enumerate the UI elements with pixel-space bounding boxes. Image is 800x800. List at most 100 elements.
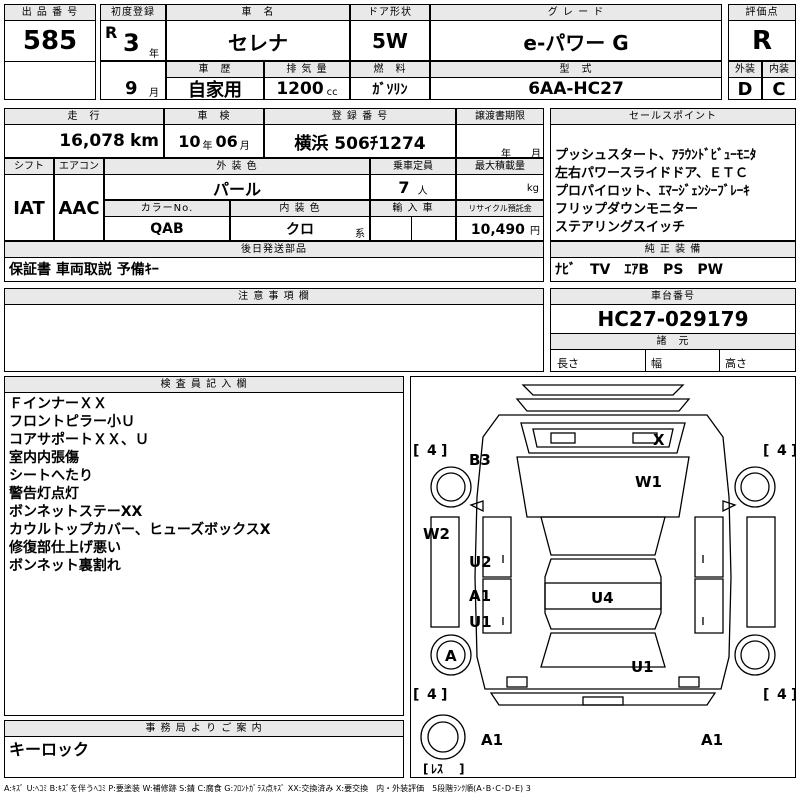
inspector-cell: 検 査 員 記 入 欄 ＦインナーＸＸ フロントピラー小Ｕ コアサポートＸＸ、Ｕ… — [4, 376, 404, 716]
displacement: 1200 — [276, 79, 324, 99]
shift: IAT — [13, 197, 45, 219]
mileage-header: 走 行 — [5, 109, 163, 125]
interior-score-cell: 内装 C — [762, 61, 796, 100]
aircon: AAC — [58, 197, 100, 219]
lot-number-cell: 出 品 番 号 585 — [4, 4, 96, 100]
fuel: ｶﾞｿﾘﾝ — [372, 82, 408, 98]
reg-month-cell: 9 月 — [100, 61, 166, 100]
inspector-header: 検 査 員 記 入 欄 — [5, 377, 403, 393]
sales-point: フリップダウンモニター — [555, 202, 699, 217]
color-no-header: カラーNo. — [105, 201, 229, 217]
damage-marks: X B3 W1 W2 U2 A1 U1 U4 A U1 A1 A1 — [423, 431, 723, 749]
fuel-header: 燃 料 — [351, 62, 429, 78]
inspector-note: ボンネット裏割れ — [9, 558, 121, 574]
damage-mark: U2 — [469, 553, 492, 571]
displacement-unit: cc — [326, 86, 338, 98]
sales-point: プッシュスタート、ｱﾗｳﾝﾄﾞﾋﾞｭｰﾓﾆﾀ — [555, 148, 757, 163]
notes-cell: 注 意 事 項 欄 — [4, 288, 544, 372]
exterior-color: パール — [212, 179, 261, 199]
recycle-fee: 10,490 — [470, 222, 525, 238]
plate-cell: 登 録 番 号 横浜 506ﾁ1274 — [264, 108, 456, 158]
car-diagram-svg: 4 [] 4 [] 4 [] 4 [] [ ﾚｽ ] X B3 W1 W2 U2… — [413, 384, 795, 776]
office-cell: 事 務 局 よ り ご 案 内 キーロック — [4, 720, 404, 778]
svg-text:[: [ — [763, 687, 769, 703]
tire-left-rear: 4 — [427, 687, 437, 703]
genuine-equipment-header: 純 正 装 備 — [551, 242, 795, 258]
max-load-cell: 最大積載量 kg — [456, 158, 544, 200]
damage-mark: W1 — [635, 473, 662, 491]
inspector-note: ボンネットステーXX — [9, 504, 143, 520]
door-type-header: ドア形状 — [351, 5, 429, 21]
shaken-month-unit: 月 — [239, 141, 250, 152]
inspector-note: 修復部仕上げ悪い — [9, 540, 121, 556]
shaken-year: 10 — [178, 132, 201, 151]
shaken-header: 車 検 — [165, 109, 263, 125]
lot-number: 585 — [22, 26, 78, 56]
model-code: 6AA-HC27 — [528, 79, 624, 99]
shift-cell: シフト IAT — [4, 158, 54, 241]
svg-text:]: ] — [791, 443, 795, 459]
inspector-note: シートへたり — [9, 468, 93, 484]
svg-text:[: [ — [423, 762, 428, 776]
dim-length: 長さ — [557, 357, 579, 370]
tire-labels: 4 [] 4 [] 4 [] 4 [] [ ﾚｽ ] — [413, 443, 795, 776]
reg-month: 9 — [125, 78, 138, 99]
model-header: 型 式 — [431, 62, 721, 78]
plate-number: 横浜 506ﾁ1274 — [294, 134, 426, 154]
sales-point: 左右パワースライドドア、ＥＴＣ — [555, 166, 749, 181]
interior-color-suffix: 系 — [355, 229, 365, 240]
inspector-note: フロントピラー小Ｕ — [9, 414, 135, 430]
capacity-header: 乗車定員 — [371, 159, 455, 175]
exterior-header: 外装 — [729, 62, 761, 78]
mileage: 16,078 — [59, 131, 125, 151]
transfer-year-unit: 年 — [501, 149, 511, 158]
spare-tire-label: ﾚｽ — [431, 762, 443, 776]
history: 自家用 — [188, 80, 242, 100]
exterior-color-header: 外 装 色 — [105, 159, 369, 175]
door-type-cell: ドア形状 5W — [350, 4, 430, 61]
sales-point: ステアリングスイッチ — [555, 220, 686, 235]
inspector-note: ＦインナーＸＸ — [9, 396, 107, 412]
svg-text:[: [ — [413, 687, 419, 703]
damage-mark: U1 — [631, 658, 654, 676]
chassis-header: 車台番号 — [551, 289, 795, 305]
score-header: 評価点 — [729, 5, 795, 21]
interior-header: 内装 — [763, 62, 795, 78]
capacity-cell: 乗車定員 7 人 — [370, 158, 456, 200]
interior-color: クロ — [286, 222, 314, 238]
exterior-score: D — [737, 78, 753, 100]
damage-mark: A1 — [469, 587, 491, 605]
door-type: 5W — [372, 29, 408, 53]
interior-color-cell: 内 装 色 クロ 系 — [230, 200, 370, 241]
damage-mark: A1 — [701, 731, 723, 749]
damage-mark: A — [445, 647, 457, 665]
damage-mark: A1 — [481, 731, 503, 749]
recycle-header: リサイクル預託金 — [457, 201, 543, 217]
displacement-cell: 排 気 量 1200 cc — [264, 61, 350, 100]
transfer-docs-header: 譲渡書期限 — [457, 109, 543, 125]
chassis-cell: 車台番号 HC27-029179 諸 元 長さ 幅 高さ — [550, 288, 796, 372]
svg-text:]: ] — [441, 443, 447, 459]
lot-number-header: 出 品 番 号 — [5, 5, 95, 21]
svg-text:[: [ — [763, 443, 769, 459]
tire-right-rear: 4 — [777, 687, 787, 703]
sales-points-header: セールスポイント — [551, 109, 795, 125]
max-load-header: 最大積載量 — [457, 159, 543, 175]
history-cell: 車 歴 自家用 — [166, 61, 264, 100]
office-header: 事 務 局 よ り ご 案 内 — [5, 721, 403, 737]
damage-mark: B3 — [469, 451, 491, 469]
transfer-month-unit: 月 — [531, 149, 541, 158]
dim-height: 高さ — [725, 357, 747, 370]
overall-score: R — [751, 26, 773, 56]
svg-text:[: [ — [413, 443, 419, 459]
import-cell: 輸 入 車 — [370, 200, 456, 241]
car-name: セレナ — [228, 30, 288, 55]
reg-month-unit: 月 — [149, 88, 159, 99]
later-items-cell: 後日発送部品 保証書 車両取説 予備ｷｰ — [4, 241, 544, 282]
dimensions-header: 諸 元 — [551, 334, 795, 350]
later-items-header: 後日発送部品 — [5, 242, 543, 258]
aircon-cell: エアコン AAC — [54, 158, 104, 241]
grade-cell: グ レ ー ド e-パワー G — [430, 4, 722, 61]
shaken-year-unit: 年 — [202, 141, 213, 152]
interior-score: C — [772, 78, 786, 100]
